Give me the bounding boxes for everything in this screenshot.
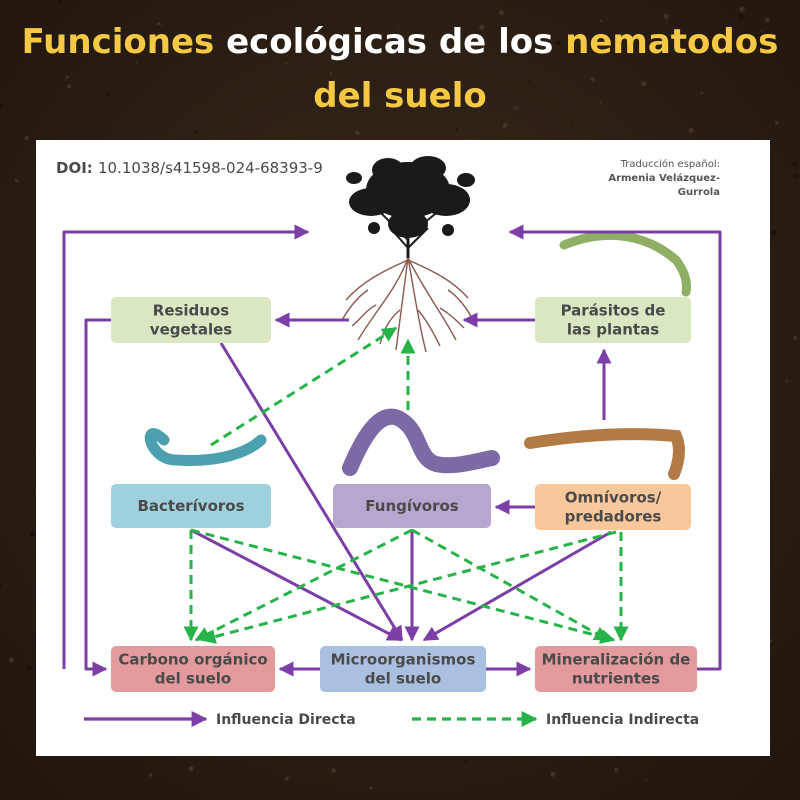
arrow-fungivores-to-mineralization [411, 528, 610, 642]
arrow-layer [62, 224, 722, 677]
node-label: Bacterívoros [137, 497, 244, 515]
node-label: vegetales [150, 321, 232, 339]
title-highlight-functions: Funciones [21, 22, 215, 62]
title-highlight-nematodes: nematodos [565, 22, 779, 62]
node-label: Carbono orgánico [118, 651, 267, 669]
credit-line-1: Traducción español: [620, 158, 720, 170]
title-middle: ecológicas de los [226, 22, 554, 62]
arrow-fungivores-to-carbon [194, 528, 413, 642]
node-omnivoros: Omnívoros/predadores [535, 484, 691, 530]
nematode-function-diagram: DOI: 10.1038/s41598-024-68393-9 Traducci… [56, 156, 722, 728]
arrow-mineralization-to-plant [508, 224, 722, 671]
arrow-carbon-to-plant [62, 224, 310, 669]
doi-label: DOI: [56, 159, 93, 177]
node-label: del suelo [155, 670, 232, 688]
diagram-panel: DOI: 10.1038/s41598-024-68393-9 Traducci… [36, 140, 770, 756]
nematode-icon [144, 428, 267, 466]
arrow-bacterivores-to-microbes [190, 528, 403, 642]
node-label: Omnívoros/ [565, 489, 662, 507]
legend: Influencia Directa Influencia Indirecta [84, 711, 699, 728]
page-title-line-2: del suelo [0, 76, 800, 116]
node-box [535, 484, 691, 530]
nematode-icon [559, 231, 691, 297]
node-box [111, 484, 271, 528]
credit-line-3: Gurrola [678, 187, 720, 198]
legend-direct-label: Influencia Directa [216, 712, 356, 728]
node-label: Mineralización de [542, 651, 691, 669]
arrow-omnivores-to-carbon [200, 530, 617, 644]
node-box [535, 297, 691, 343]
node-label: del suelo [365, 670, 442, 688]
arrow-omnivores-to-microbes [422, 530, 612, 642]
doi-value: 10.1038/s41598-024-68393-9 [98, 159, 323, 177]
node-label: nutrientes [572, 670, 660, 688]
title-highlight-soil: del suelo [313, 76, 487, 116]
node-label: Residuos [153, 302, 230, 320]
nematode-icon [524, 428, 686, 480]
node-label: Fungívoros [365, 497, 459, 515]
node-bacterivoros: Bacterívoros [111, 484, 271, 528]
arrow-bacterivores-to-roots [210, 326, 398, 447]
arrow-residues-to-microbes [219, 342, 404, 642]
arrow-bacterivores-to-mineralization [190, 528, 616, 644]
plant-icon [341, 156, 475, 353]
page-title-line-1: Funciones ecológicas de los nematodos [0, 22, 800, 62]
arrow-residues-to-carbon [84, 318, 111, 677]
node-label: las plantas [567, 321, 659, 339]
credit-line-2: Armenia Velázquez- [608, 172, 720, 184]
node-label: Parásitos de [561, 302, 666, 320]
node-fungivoros: Fungívoros [333, 484, 491, 528]
node-box [111, 297, 271, 343]
nematode-icon [342, 408, 500, 476]
node-box [320, 646, 486, 692]
node-label: predadores [565, 508, 662, 526]
node-box [535, 646, 697, 692]
node-box [333, 484, 491, 528]
node-label: Microorganismos [331, 651, 476, 669]
node-box [111, 646, 275, 692]
legend-indirect-label: Influencia Indirecta [546, 712, 699, 728]
